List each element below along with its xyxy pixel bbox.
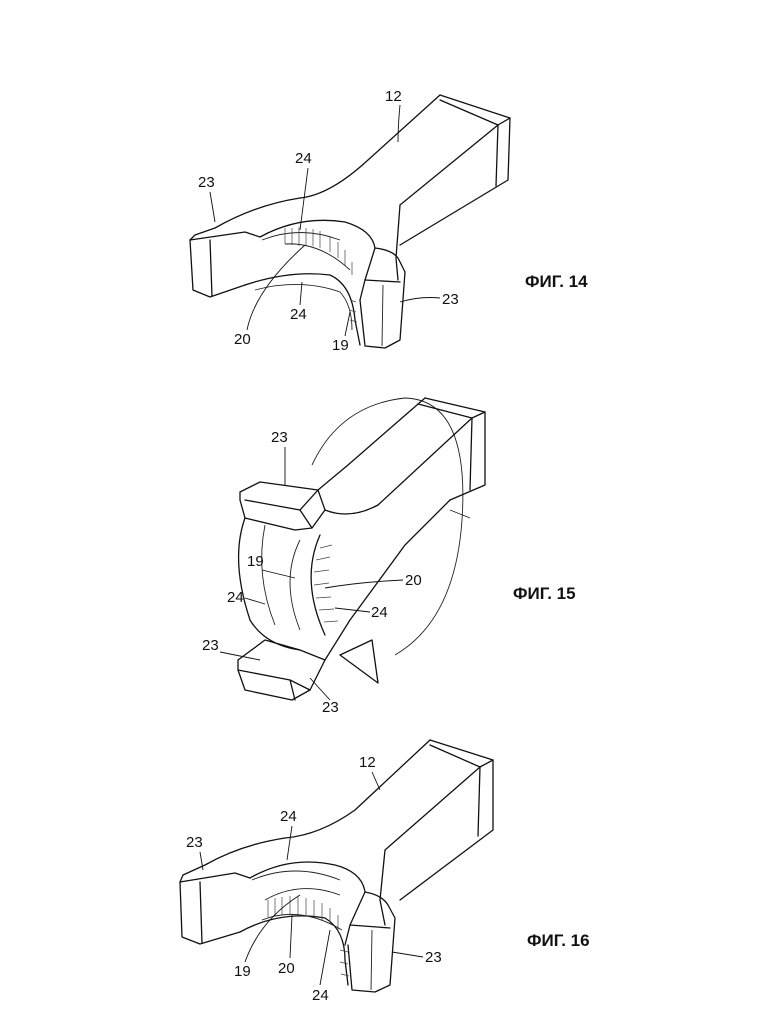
figure-14 [190,95,510,348]
fig14-label-24-bottom: 24 [290,306,307,323]
fig16-label-20: 20 [278,960,295,977]
fig14-label-23-right: 23 [442,291,459,308]
fig16-label-24-top: 24 [280,808,297,825]
fig16-label-12: 12 [359,754,376,771]
fig15-label-24-right: 24 [371,604,388,621]
fig15-label-20: 20 [405,572,422,589]
fig15-label-19: 19 [247,553,264,570]
fig14-label-24-top: 24 [295,150,312,167]
fig16-label-23-left: 23 [186,834,203,851]
fig15-label-23-bottom: 23 [322,699,339,716]
fig16-label-23-right: 23 [425,949,442,966]
fig16-caption: ФИГ. 16 [527,931,590,950]
fig14-label-23-left: 23 [198,174,215,191]
fig14-label-20: 20 [234,331,251,348]
fig16-label-24-bottom: 24 [312,987,329,1004]
fig15-label-23-top: 23 [271,429,288,446]
fig15-label-23-left: 23 [202,637,219,654]
fig15-caption: ФИГ. 15 [513,584,576,603]
figure-16 [180,740,493,992]
fig14-caption: ФИГ. 14 [525,272,588,291]
fig14-label-19: 19 [332,337,349,354]
fig14-label-12: 12 [385,88,402,105]
fig15-label-24-left: 24 [227,589,244,606]
fig16-label-19: 19 [234,963,251,980]
